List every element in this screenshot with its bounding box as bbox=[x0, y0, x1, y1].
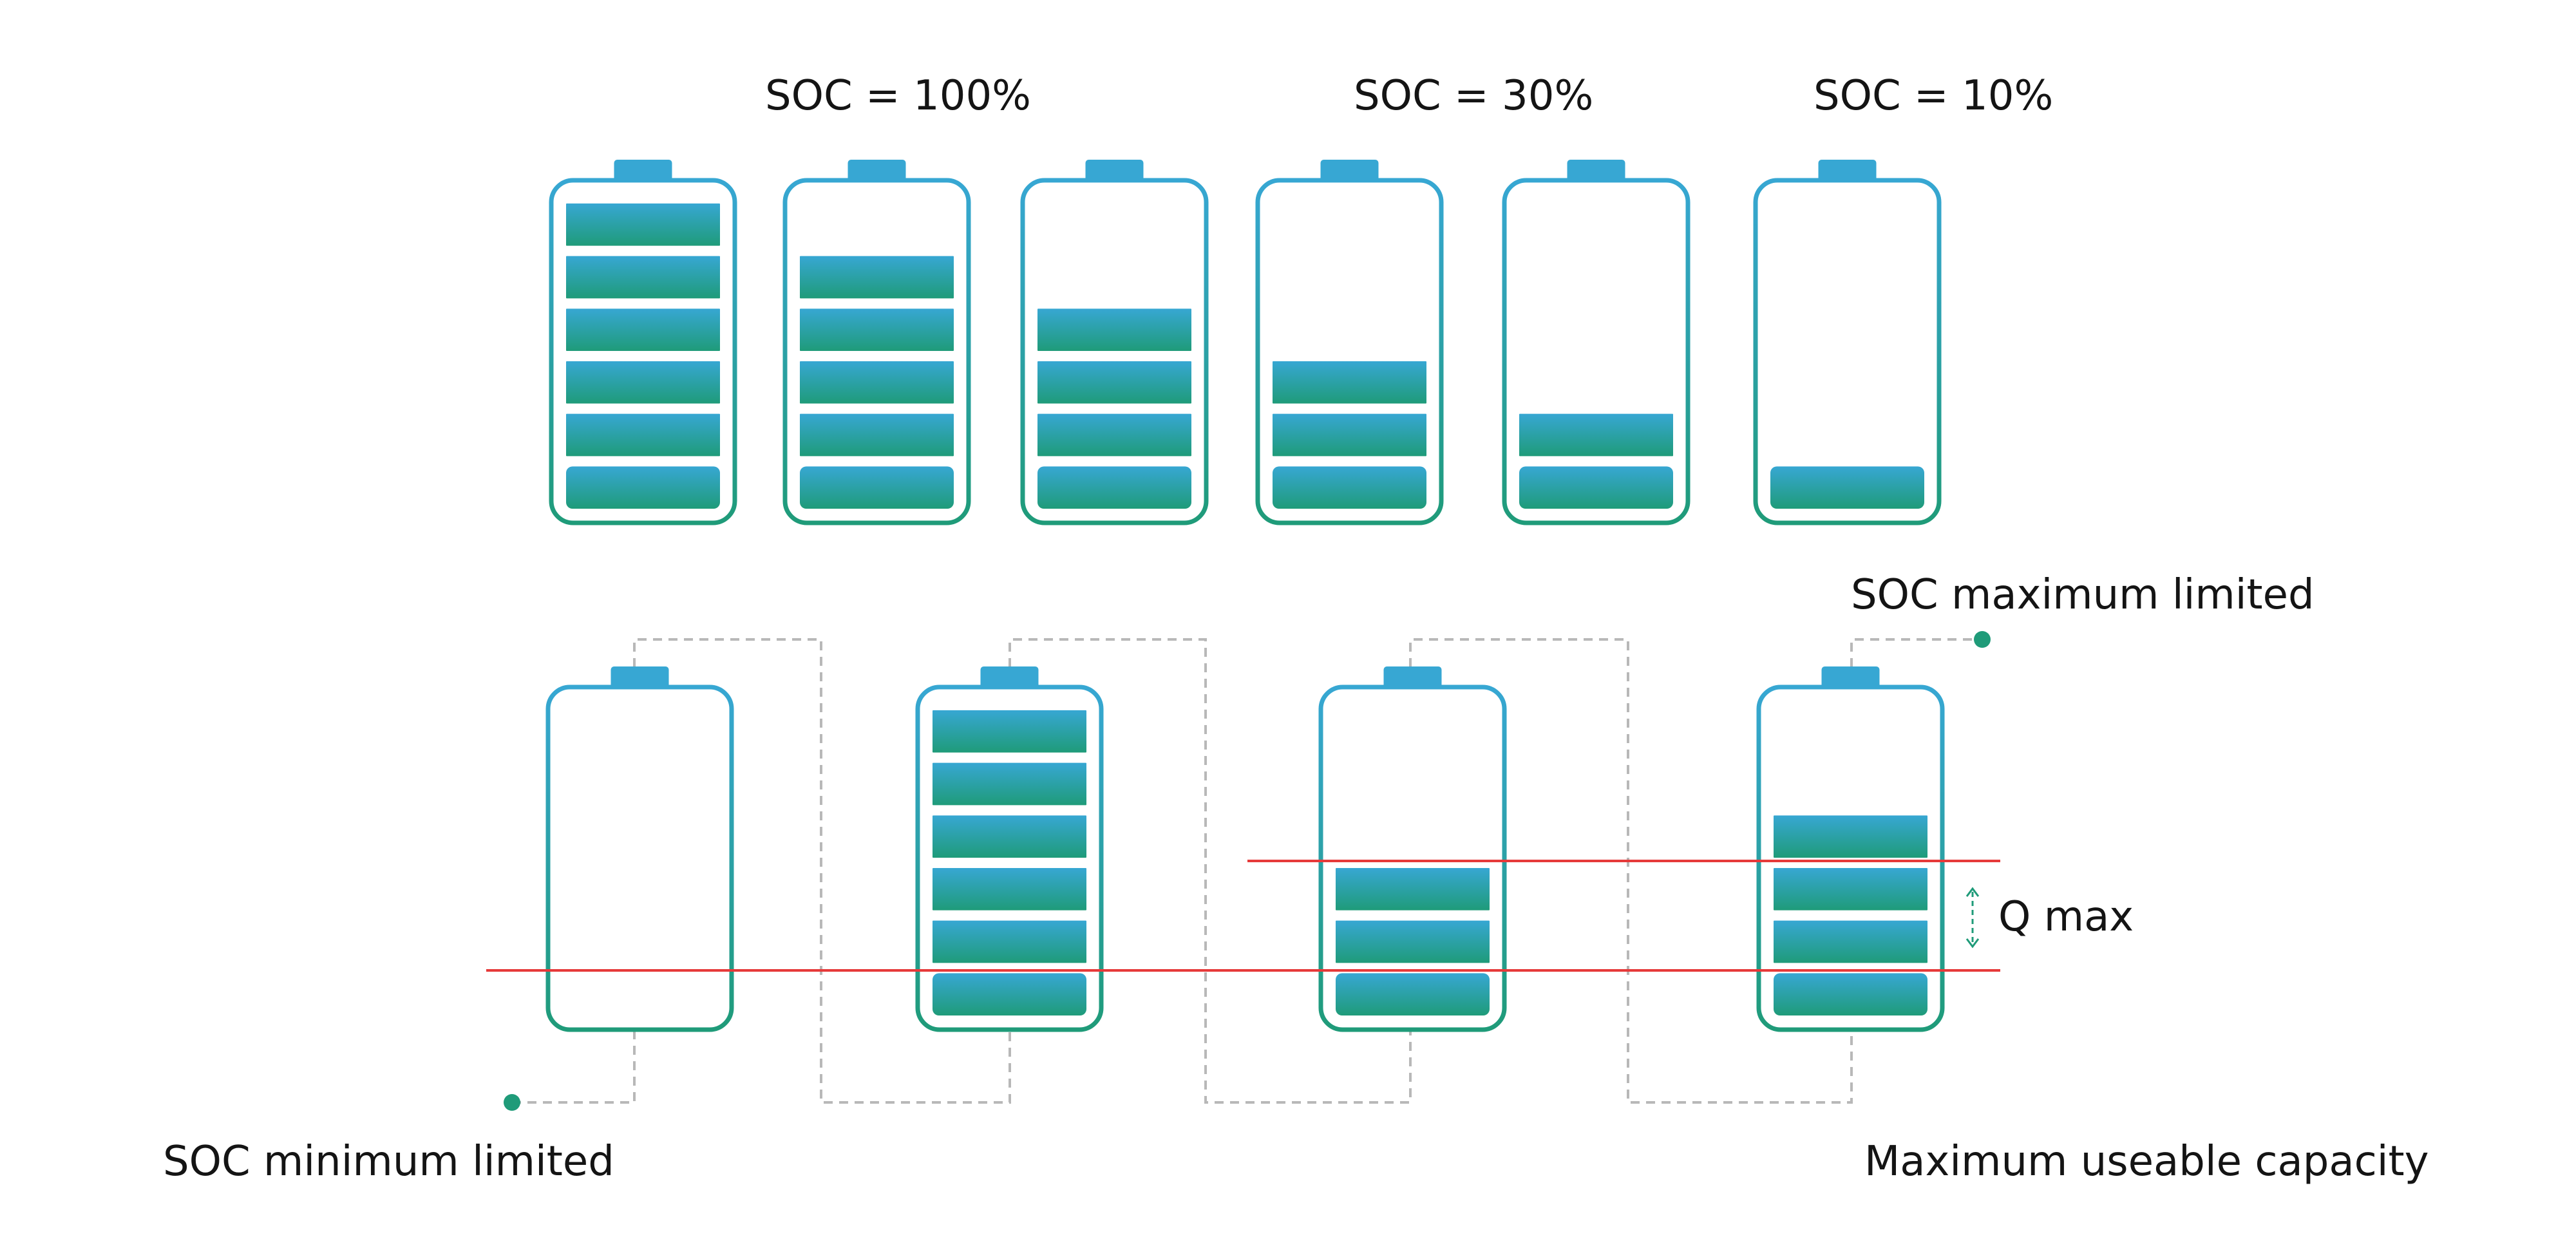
battery-segment bbox=[1037, 308, 1191, 351]
battery-segment bbox=[1519, 413, 1673, 457]
battery-segment bbox=[800, 466, 954, 509]
soc-30-label: SOC = 30% bbox=[1354, 72, 1593, 120]
soc-10-label: SOC = 10% bbox=[1814, 72, 2053, 120]
q-max-label: Q max bbox=[1998, 893, 2134, 941]
battery bbox=[1756, 666, 1945, 1032]
battery-segment bbox=[933, 973, 1086, 1015]
battery-segment bbox=[800, 361, 954, 404]
battery-segment bbox=[566, 361, 720, 404]
battery-segment bbox=[933, 762, 1086, 806]
battery-shell bbox=[1753, 178, 1942, 525]
battery-terminal bbox=[980, 666, 1039, 688]
top-battery-row bbox=[549, 160, 1942, 525]
battery-segment bbox=[1273, 466, 1426, 509]
battery-segment bbox=[1273, 413, 1426, 457]
battery-segment bbox=[1774, 815, 1927, 858]
connector-line bbox=[1850, 638, 1982, 683]
battery-segment bbox=[1336, 868, 1490, 911]
connector-line bbox=[512, 1030, 636, 1104]
battery bbox=[1753, 160, 1942, 525]
battery-segment bbox=[1037, 413, 1191, 457]
battery-segment bbox=[566, 413, 720, 457]
soc-min-limited-label: SOC minimum limited bbox=[163, 1138, 614, 1185]
soc-max-marker-dot bbox=[1974, 631, 1991, 648]
battery-segment bbox=[800, 256, 954, 299]
battery bbox=[1020, 160, 1209, 525]
connector-line bbox=[1009, 638, 1412, 1104]
battery bbox=[1318, 666, 1507, 1032]
battery bbox=[782, 160, 971, 525]
battery bbox=[915, 666, 1104, 1032]
battery-segment bbox=[1336, 973, 1490, 1015]
battery-terminal bbox=[848, 160, 906, 182]
battery-terminal bbox=[1085, 160, 1144, 182]
bottom-battery-row bbox=[545, 666, 1945, 1032]
battery-segment bbox=[933, 868, 1086, 911]
q-max-arrow bbox=[1965, 887, 1980, 949]
battery-segment bbox=[566, 308, 720, 351]
battery-terminal bbox=[1821, 666, 1880, 688]
battery-terminal bbox=[1818, 160, 1877, 182]
battery-segment bbox=[1774, 920, 1927, 963]
battery-segment bbox=[1273, 361, 1426, 404]
battery bbox=[545, 666, 734, 1032]
battery-shell bbox=[545, 685, 734, 1032]
battery-terminal bbox=[611, 666, 669, 688]
battery-segment bbox=[1770, 466, 1924, 509]
battery-segment bbox=[1774, 868, 1927, 911]
battery-segment bbox=[1774, 973, 1927, 1015]
battery-terminal bbox=[1567, 160, 1625, 182]
battery-segment bbox=[566, 466, 720, 509]
connector-line bbox=[633, 638, 1011, 1104]
battery-segment bbox=[1037, 466, 1191, 509]
battery-segment bbox=[1037, 361, 1191, 404]
battery-segment bbox=[933, 815, 1086, 858]
battery-segment bbox=[1336, 920, 1490, 963]
battery-segment bbox=[1519, 466, 1673, 509]
battery-segment bbox=[933, 710, 1086, 753]
soc-min-marker-dot bbox=[504, 1094, 520, 1111]
battery-terminal bbox=[1383, 666, 1442, 688]
connector-lines bbox=[512, 638, 1982, 1104]
connector-line bbox=[1409, 638, 1853, 1104]
battery-segment bbox=[566, 256, 720, 299]
battery bbox=[549, 160, 737, 525]
soc-max-limited-label: SOC maximum limited bbox=[1851, 571, 2315, 619]
battery bbox=[1255, 160, 1444, 525]
battery-segment bbox=[800, 413, 954, 457]
battery-terminal bbox=[614, 160, 672, 182]
battery bbox=[1502, 160, 1690, 525]
battery-segment bbox=[933, 920, 1086, 963]
battery-terminal bbox=[1320, 160, 1379, 182]
battery-segment bbox=[800, 308, 954, 351]
battery-segment bbox=[566, 203, 720, 246]
max-useable-capacity-label: Maximum useable capacity bbox=[1864, 1138, 2429, 1185]
soc-100-label: SOC = 100% bbox=[765, 72, 1031, 120]
